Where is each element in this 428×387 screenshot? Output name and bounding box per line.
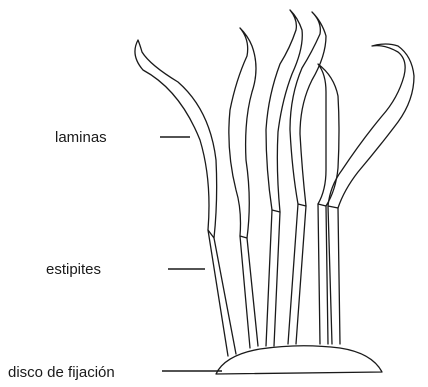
frond-6-blade: [328, 44, 414, 208]
frond-4-stipe: [288, 204, 306, 344]
label-disco-de-fijacion: disco de fijación: [8, 364, 115, 381]
holdfast-disc: [216, 346, 382, 374]
frond-2-stipe: [240, 236, 258, 348]
frond-3-stipe: [266, 210, 280, 346]
frond-4: [288, 12, 326, 344]
label-group-disco: disco de fijación: [8, 364, 222, 381]
frond-5-stipe: [318, 204, 328, 344]
frond-1-blade: [135, 40, 217, 238]
frond-2: [229, 28, 258, 348]
frond-2-blade: [229, 28, 256, 238]
frond-6: [328, 44, 414, 344]
frond-4-blade: [290, 12, 326, 206]
frond-3: [266, 10, 302, 346]
frond-1: [135, 40, 236, 356]
frond-3-blade: [266, 10, 302, 212]
frond-1-stipe: [208, 230, 236, 356]
frond-6-stipe: [328, 206, 340, 344]
label-laminas: laminas: [55, 129, 107, 146]
label-estipites: estipites: [46, 261, 101, 278]
label-group-estipites: estipites: [46, 261, 205, 278]
label-group-laminas: laminas: [55, 129, 190, 146]
frond-5-blade: [318, 64, 339, 206]
